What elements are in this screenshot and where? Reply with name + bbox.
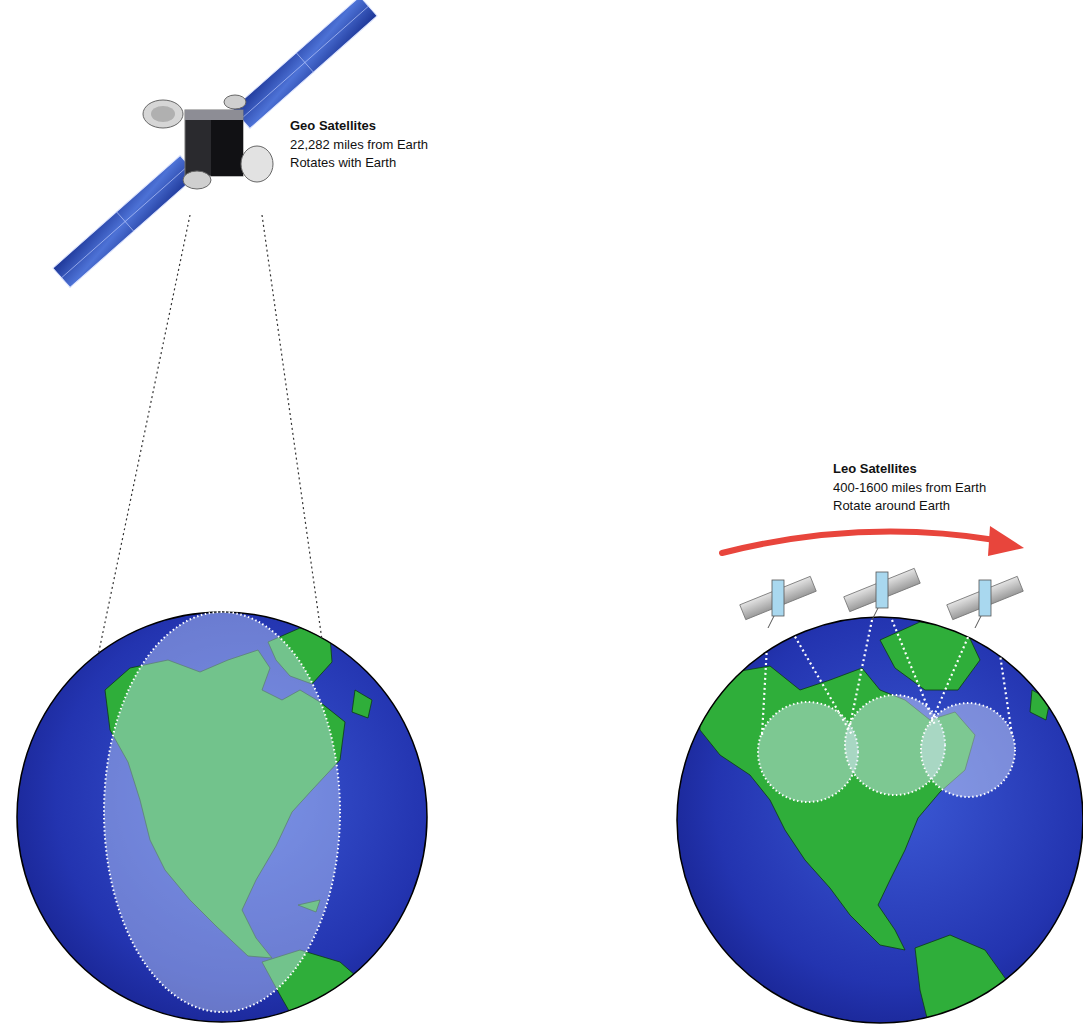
orbit-note: 22,282 miles from Earth xyxy=(290,137,428,153)
earth-globe xyxy=(17,600,440,1026)
leo-satellite xyxy=(844,568,920,620)
earth-globe xyxy=(677,617,1083,1026)
beam-lines xyxy=(98,215,322,656)
leo-satellite xyxy=(947,576,1023,628)
leo-satellite xyxy=(740,576,816,628)
satellite-heading: Leo Satellites xyxy=(833,461,917,477)
beam-lines xyxy=(762,620,1012,735)
coverage-footprints xyxy=(758,695,1015,802)
satellite-heading: Geo Satellites xyxy=(290,118,376,134)
orbit-note: Rotates with Earth xyxy=(290,155,396,171)
orbit-note: 400-1600 miles from Earth xyxy=(833,480,986,496)
orbit-note: Rotate around Earth xyxy=(833,498,950,514)
orbit-arrow xyxy=(722,526,1024,556)
